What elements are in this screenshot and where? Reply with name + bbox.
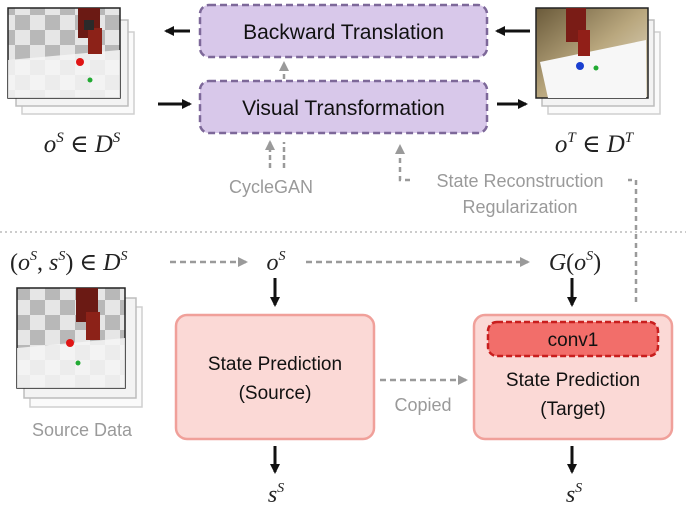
state-reconstruction-label: State Reconstruction: [436, 171, 603, 191]
state-prediction-source-title: State Prediction: [208, 354, 342, 375]
visual-transformation-box: Visual Transformation: [198, 79, 489, 135]
source-data-label: Source Data: [32, 420, 133, 440]
source-observation-stack: [7, 7, 135, 115]
state-prediction-target-subtitle: (Target): [540, 399, 605, 420]
state-prediction-target-title: State Prediction: [506, 370, 640, 391]
regularization-arrow-up: [395, 144, 410, 182]
backward-translation-box: Backward Translation: [198, 3, 489, 59]
source-data-stack: [16, 287, 143, 408]
source-pair-label: (oS, sS) ∈ DS: [10, 249, 127, 276]
gos-label: G(oS): [549, 249, 601, 276]
target-observation-label: oT ∈ DT: [555, 130, 635, 158]
source-observation-label: oS ∈ DS: [44, 130, 121, 158]
backward-translation-label: Backward Translation: [243, 21, 444, 44]
os-label: oS: [267, 249, 286, 276]
source-output-label: sS: [268, 481, 284, 508]
copied-label: Copied: [394, 395, 451, 415]
cyclegan-label: CycleGAN: [229, 177, 313, 197]
regularization-label: Regularization: [462, 197, 577, 217]
state-prediction-target-box: conv1 State Prediction (Target): [472, 313, 674, 441]
conv1-label: conv1: [548, 330, 599, 351]
state-prediction-source-subtitle: (Source): [239, 383, 312, 404]
conv1-layer-box: [486, 320, 660, 358]
state-prediction-source-box: State Prediction (Source): [174, 313, 376, 441]
visual-transformation-label: Visual Transformation: [242, 97, 445, 120]
regularization-line-right: [628, 178, 638, 302]
target-observation-stack: [535, 7, 661, 115]
target-output-label: sS: [566, 481, 582, 508]
